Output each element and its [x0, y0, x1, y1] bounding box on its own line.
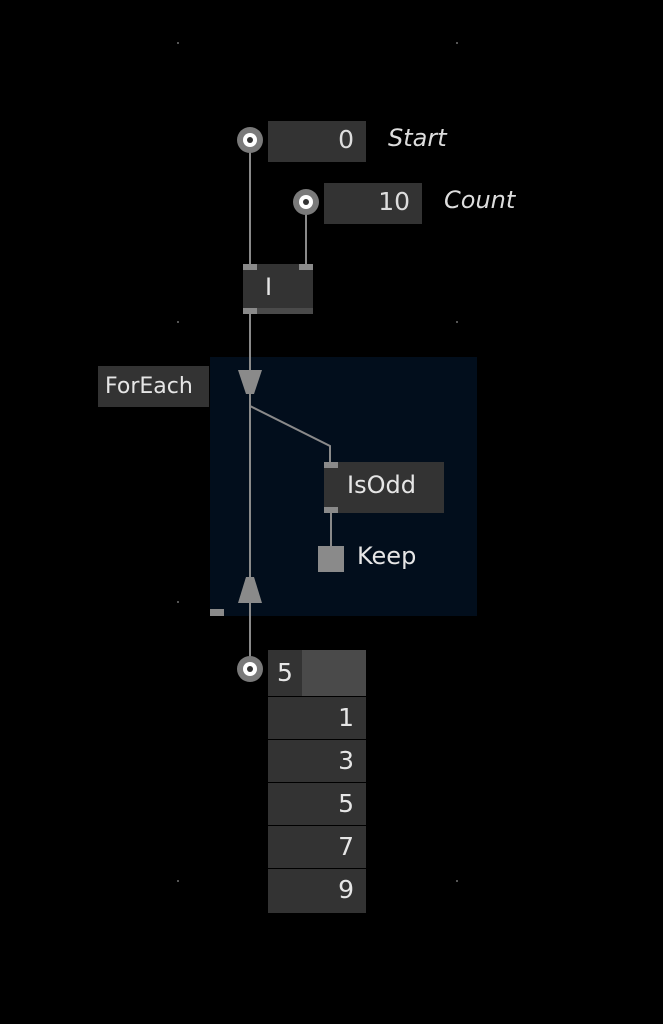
- foreach-output-splicer-icon: [238, 577, 262, 603]
- grid-dot: [177, 601, 179, 603]
- keep-input-square[interactable]: [318, 546, 344, 572]
- isodd-node[interactable]: IsOdd: [324, 462, 444, 513]
- list-item[interactable]: 7: [268, 826, 366, 868]
- range-node[interactable]: I: [243, 264, 313, 314]
- grid-dot: [177, 321, 179, 323]
- foreach-label[interactable]: ForEach: [98, 366, 209, 407]
- wire-start-to-range[interactable]: [249, 140, 251, 264]
- grid-dot: [456, 880, 458, 882]
- start-pin-icon[interactable]: [237, 127, 263, 153]
- grid-dot: [456, 321, 458, 323]
- range-count-port[interactable]: [299, 264, 313, 270]
- start-input[interactable]: 0: [268, 121, 366, 162]
- grid-dot: [177, 880, 179, 882]
- range-start-port[interactable]: [243, 264, 257, 270]
- region-resize-handle[interactable]: [210, 609, 224, 616]
- list-item[interactable]: 3: [268, 740, 366, 782]
- start-label: Start: [388, 124, 447, 152]
- foreach-input-splicer-icon: [238, 370, 262, 394]
- count-input[interactable]: 10: [324, 183, 422, 224]
- wire-range-to-output[interactable]: [249, 313, 251, 669]
- wire-isodd-to-keep[interactable]: [330, 512, 332, 548]
- count-label: Count: [444, 186, 516, 214]
- list-item[interactable]: 1: [268, 697, 366, 739]
- list-item[interactable]: 5: [268, 783, 366, 825]
- count-pin-icon[interactable]: [293, 189, 319, 215]
- isodd-input-port[interactable]: [324, 462, 338, 468]
- range-node-bottom: [243, 308, 313, 314]
- grid-dot: [177, 42, 179, 44]
- isodd-output-port[interactable]: [324, 507, 338, 513]
- keep-label: Keep: [357, 542, 417, 570]
- wire-count-to-range[interactable]: [305, 202, 307, 264]
- range-output-port[interactable]: [243, 308, 257, 314]
- grid-dot: [456, 42, 458, 44]
- output-list-count[interactable]: 5: [268, 650, 302, 696]
- list-item[interactable]: 9: [268, 869, 366, 913]
- output-pin-icon[interactable]: [237, 656, 263, 682]
